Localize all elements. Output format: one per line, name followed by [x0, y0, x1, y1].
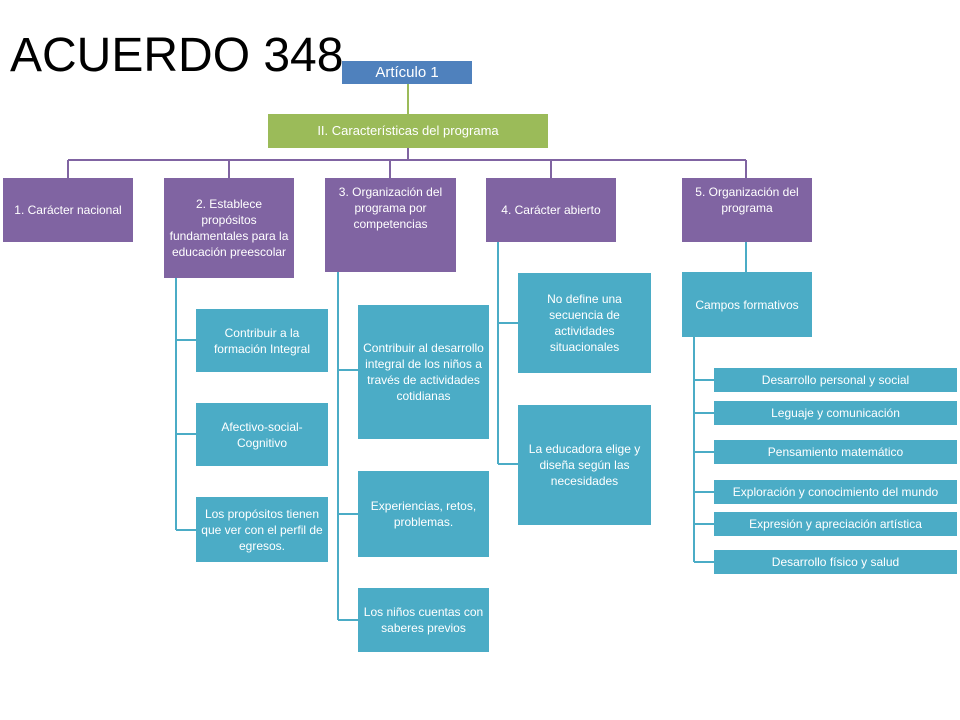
branch-5-node: 5. Organización del programa: [682, 178, 812, 242]
branch-1-node: 1. Carácter nacional: [3, 178, 133, 242]
b5-subitem-4: Exploración y conocimiento del mundo: [714, 480, 957, 504]
b3-child-2: Experiencias, retos, problemas.: [358, 471, 489, 557]
b5-child-campos-formativos: Campos formativos: [682, 272, 812, 337]
b5-subitem-2: Leguaje y comunicación: [714, 401, 957, 425]
section-node: II. Características del programa: [268, 114, 548, 148]
root-node: Artículo 1: [342, 61, 472, 84]
b5-subitem-5: Expresión y apreciación artística: [714, 512, 957, 536]
b2-child-1: Contribuir a la formación Integral: [196, 309, 328, 372]
b3-child-3: Los niños cuentas con saberes previos: [358, 588, 489, 652]
b5-subitem-6: Desarrollo físico y salud: [714, 550, 957, 574]
b4-child-1: No define una secuencia de actividades s…: [518, 273, 651, 373]
branch-3-node: 3. Organización del programa por compete…: [325, 178, 456, 272]
b5-subitem-3: Pensamiento matemático: [714, 440, 957, 464]
branch-4-node: 4. Carácter abierto: [486, 178, 616, 242]
b2-child-2: Afectivo-social-Cognitivo: [196, 403, 328, 466]
b3-child-1: Contribuir al desarrollo integral de los…: [358, 305, 489, 439]
page-title: ACUERDO 348: [10, 29, 344, 82]
b5-subitem-1: Desarrollo personal y social: [714, 368, 957, 392]
b2-child-3: Los propósitos tienen que ver con el per…: [196, 497, 328, 562]
branch-2-node: 2. Establece propósitos fundamentales pa…: [164, 178, 294, 278]
b4-child-2: La educadora elige y diseña según las ne…: [518, 405, 651, 525]
